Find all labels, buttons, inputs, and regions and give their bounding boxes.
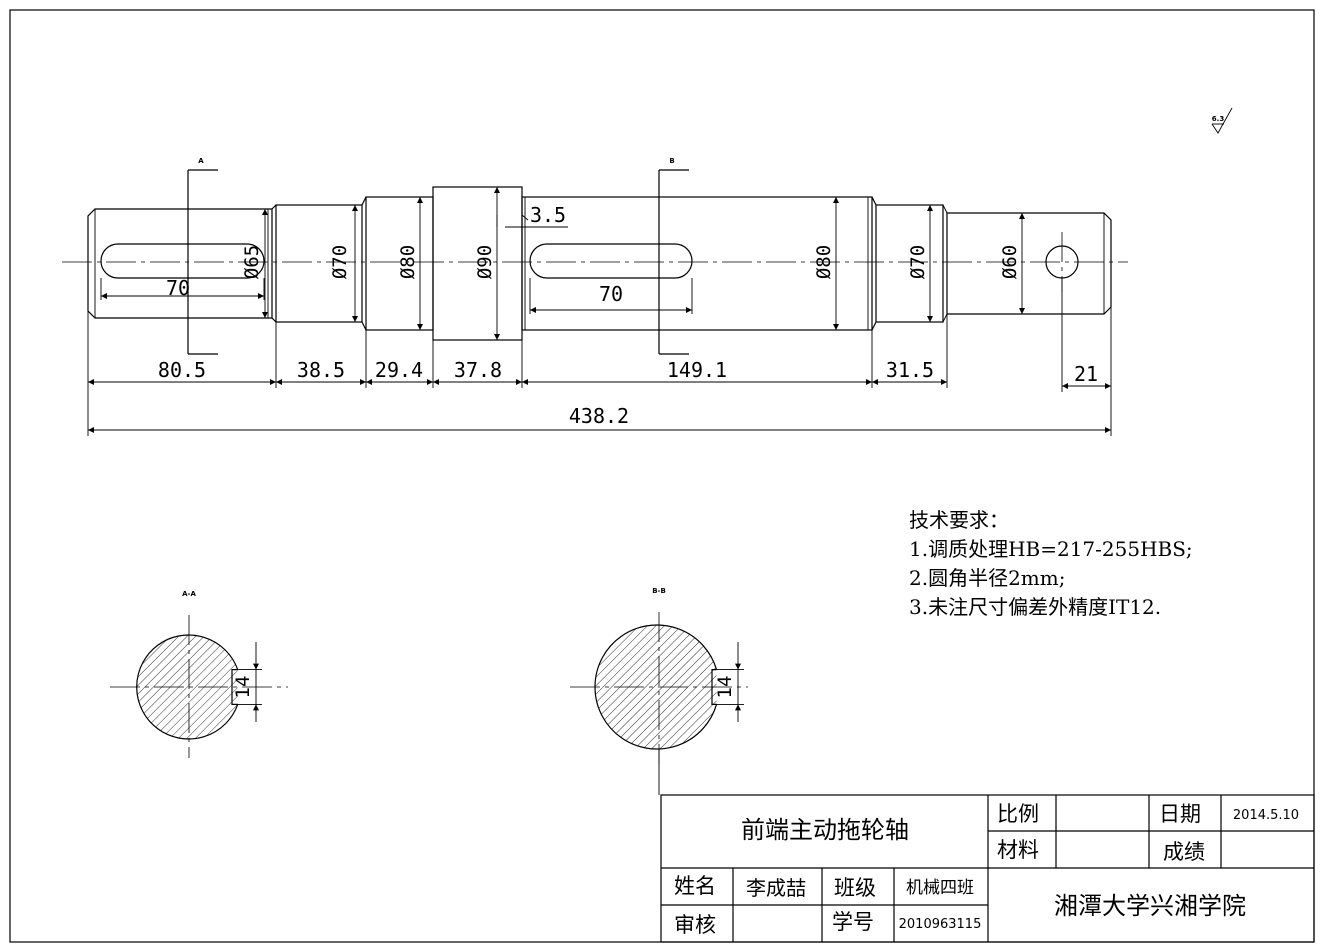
id-label: 学号	[832, 910, 874, 934]
part-name: 前端主动拖轮轴	[741, 816, 909, 844]
requirement-item-1: 1.调质处理HB=217-255HBS;	[909, 537, 1193, 561]
diameter-label-3: Ø80	[397, 245, 419, 279]
segment-length-1: 80.5	[158, 358, 206, 382]
section-aa-view	[110, 615, 288, 758]
section-marker-a	[187, 169, 218, 355]
keyway-length-1: 70	[166, 276, 190, 300]
total-length-label: 438.2	[569, 404, 629, 428]
diameter-label-5: Ø80	[813, 245, 835, 279]
date-label: 日期	[1159, 802, 1201, 826]
school-name: 湘潭大学兴湘学院	[1054, 892, 1246, 920]
drawing-frame	[9, 9, 1315, 943]
segment-length-5: 149.1	[667, 358, 727, 382]
key-width-bb: 14	[714, 676, 736, 699]
key-width-aa: 14	[232, 676, 254, 699]
diameter-dimension-lines	[262, 187, 1025, 340]
diameter-label-6: Ø70	[907, 245, 929, 279]
surface-roughness-symbol	[1211, 107, 1233, 134]
title-block	[660, 794, 1315, 943]
section-letter-a: A	[198, 157, 204, 165]
class-label: 班级	[834, 876, 876, 900]
requirements-heading: 技术要求：	[909, 508, 1009, 532]
grade-label: 成绩	[1163, 840, 1205, 864]
date-value: 2014.5.10	[1233, 808, 1299, 823]
diameter-label-4: Ø90	[474, 245, 496, 279]
section-letter-b: B	[669, 157, 674, 165]
segment-length-2: 38.5	[297, 358, 345, 382]
keyway-length-2: 70	[599, 282, 623, 306]
name-label: 姓名	[674, 874, 716, 898]
requirement-item-2: 2.圆角半径2mm;	[909, 566, 1065, 590]
segment-length-4: 37.8	[454, 358, 502, 382]
section-title-aa: A-A	[182, 590, 196, 598]
class-value: 机械四班	[906, 878, 974, 898]
diameter-label-1: Ø65	[241, 245, 263, 279]
segment-length-3: 29.4	[375, 358, 423, 382]
section-title-bb: B-B	[652, 587, 666, 595]
diameter-label-2: Ø70	[329, 245, 351, 279]
keyway-depth-label: 3.5	[530, 203, 566, 227]
name-value: 李成喆	[746, 876, 806, 900]
section-bb-view	[570, 612, 748, 795]
segment-length-6: 31.5	[886, 358, 934, 382]
id-value: 2010963115	[899, 917, 982, 932]
section-marker-b	[658, 169, 689, 355]
requirement-item-3: 3.未注尺寸偏差外精度IT12.	[909, 595, 1161, 619]
material-label: 材料	[997, 838, 1039, 862]
segment-dimension-lines	[88, 379, 1111, 433]
scale-label: 比例	[997, 802, 1039, 826]
roughness-value: 6.3	[1212, 115, 1225, 123]
diameter-label-7: Ø60	[999, 245, 1021, 279]
hole-offset-label: 21	[1074, 362, 1098, 386]
review-label: 审核	[674, 913, 716, 937]
